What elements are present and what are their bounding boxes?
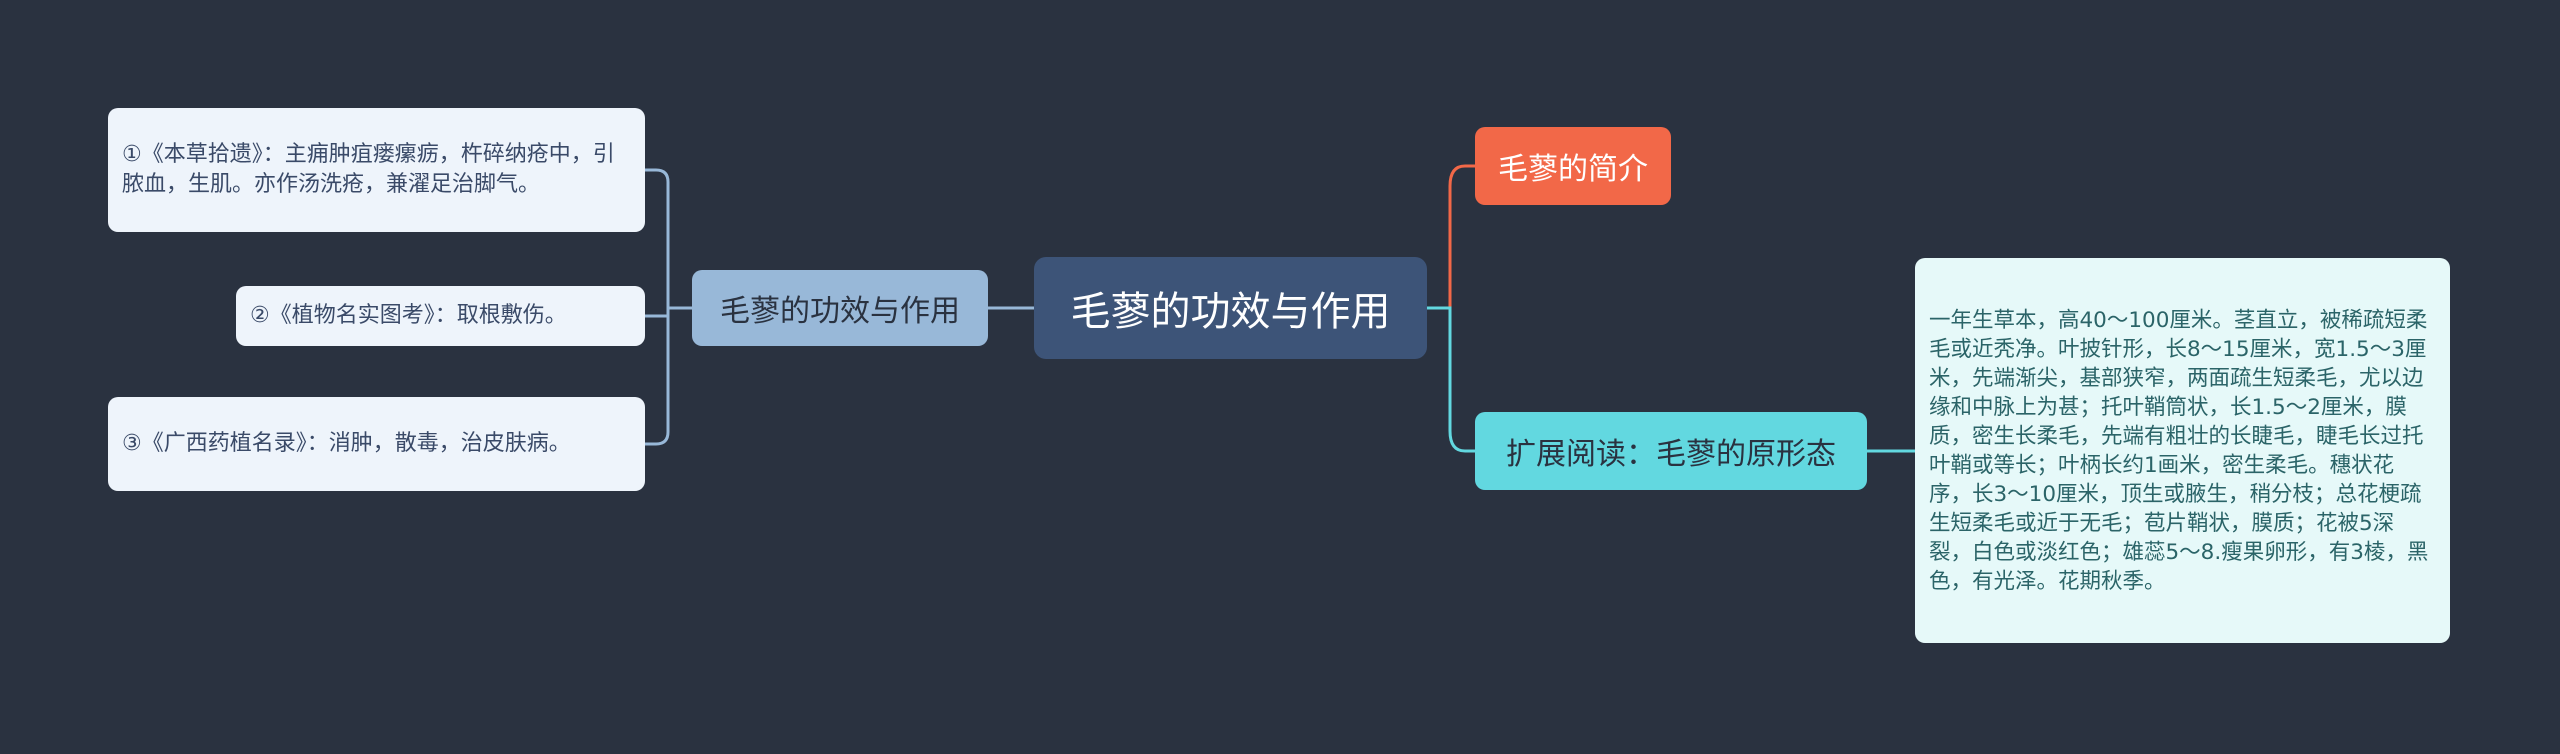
branch-efficacy-label: 毛蓼的功效与作用: [720, 294, 960, 329]
connector-root-intro: [1427, 164, 1475, 310]
branch-intro[interactable]: 毛蓼的简介: [1475, 127, 1671, 205]
leaf-bencao-shiyi[interactable]: ①《本草拾遗》：主痈肿疽瘘瘰疬，杵碎纳疮中，引脓血，生肌。亦作汤洗疮，兼濯足治脚…: [108, 108, 645, 232]
leaf-text: ②《植物名实图考》：取根敷伤。: [250, 303, 567, 328]
connector-left-leaf1: [645, 168, 692, 310]
leaf-zhiwu-mingshi[interactable]: ②《植物名实图考》：取根敷伤。: [236, 286, 645, 346]
leaf-text: ③《广西药植名录》：消肿，散毒，治皮肤病。: [122, 431, 571, 456]
root-node[interactable]: 毛蓼的功效与作用: [1034, 257, 1427, 359]
leaf-text: ①《本草拾遗》：主痈肿疽瘘瘰疬，杵碎纳疮中，引脓血，生肌。亦作汤洗疮，兼濯足治脚…: [122, 142, 615, 197]
connector-root-extended: [1427, 306, 1475, 453]
branch-extended-label: 扩展阅读：毛蓼的原形态: [1506, 437, 1836, 472]
morphology-text: 一年生草本，高40～100厘米。茎直立，被稀疏短柔毛或近秃净。叶披针形，长8～1…: [1929, 307, 2429, 594]
branch-efficacy[interactable]: 毛蓼的功效与作用: [692, 270, 988, 346]
leaf-guangxi-yaozhi[interactable]: ③《广西药植名录》：消肿，散毒，治皮肤病。: [108, 397, 645, 491]
branch-extended-reading[interactable]: 扩展阅读：毛蓼的原形态: [1475, 412, 1867, 490]
branch-intro-label: 毛蓼的简介: [1498, 152, 1648, 187]
connector-left-leaf3: [645, 306, 692, 446]
morphology-description[interactable]: 一年生草本，高40～100厘米。茎直立，被稀疏短柔毛或近秃净。叶披针形，长8～1…: [1915, 258, 2450, 643]
root-label: 毛蓼的功效与作用: [1070, 289, 1391, 335]
